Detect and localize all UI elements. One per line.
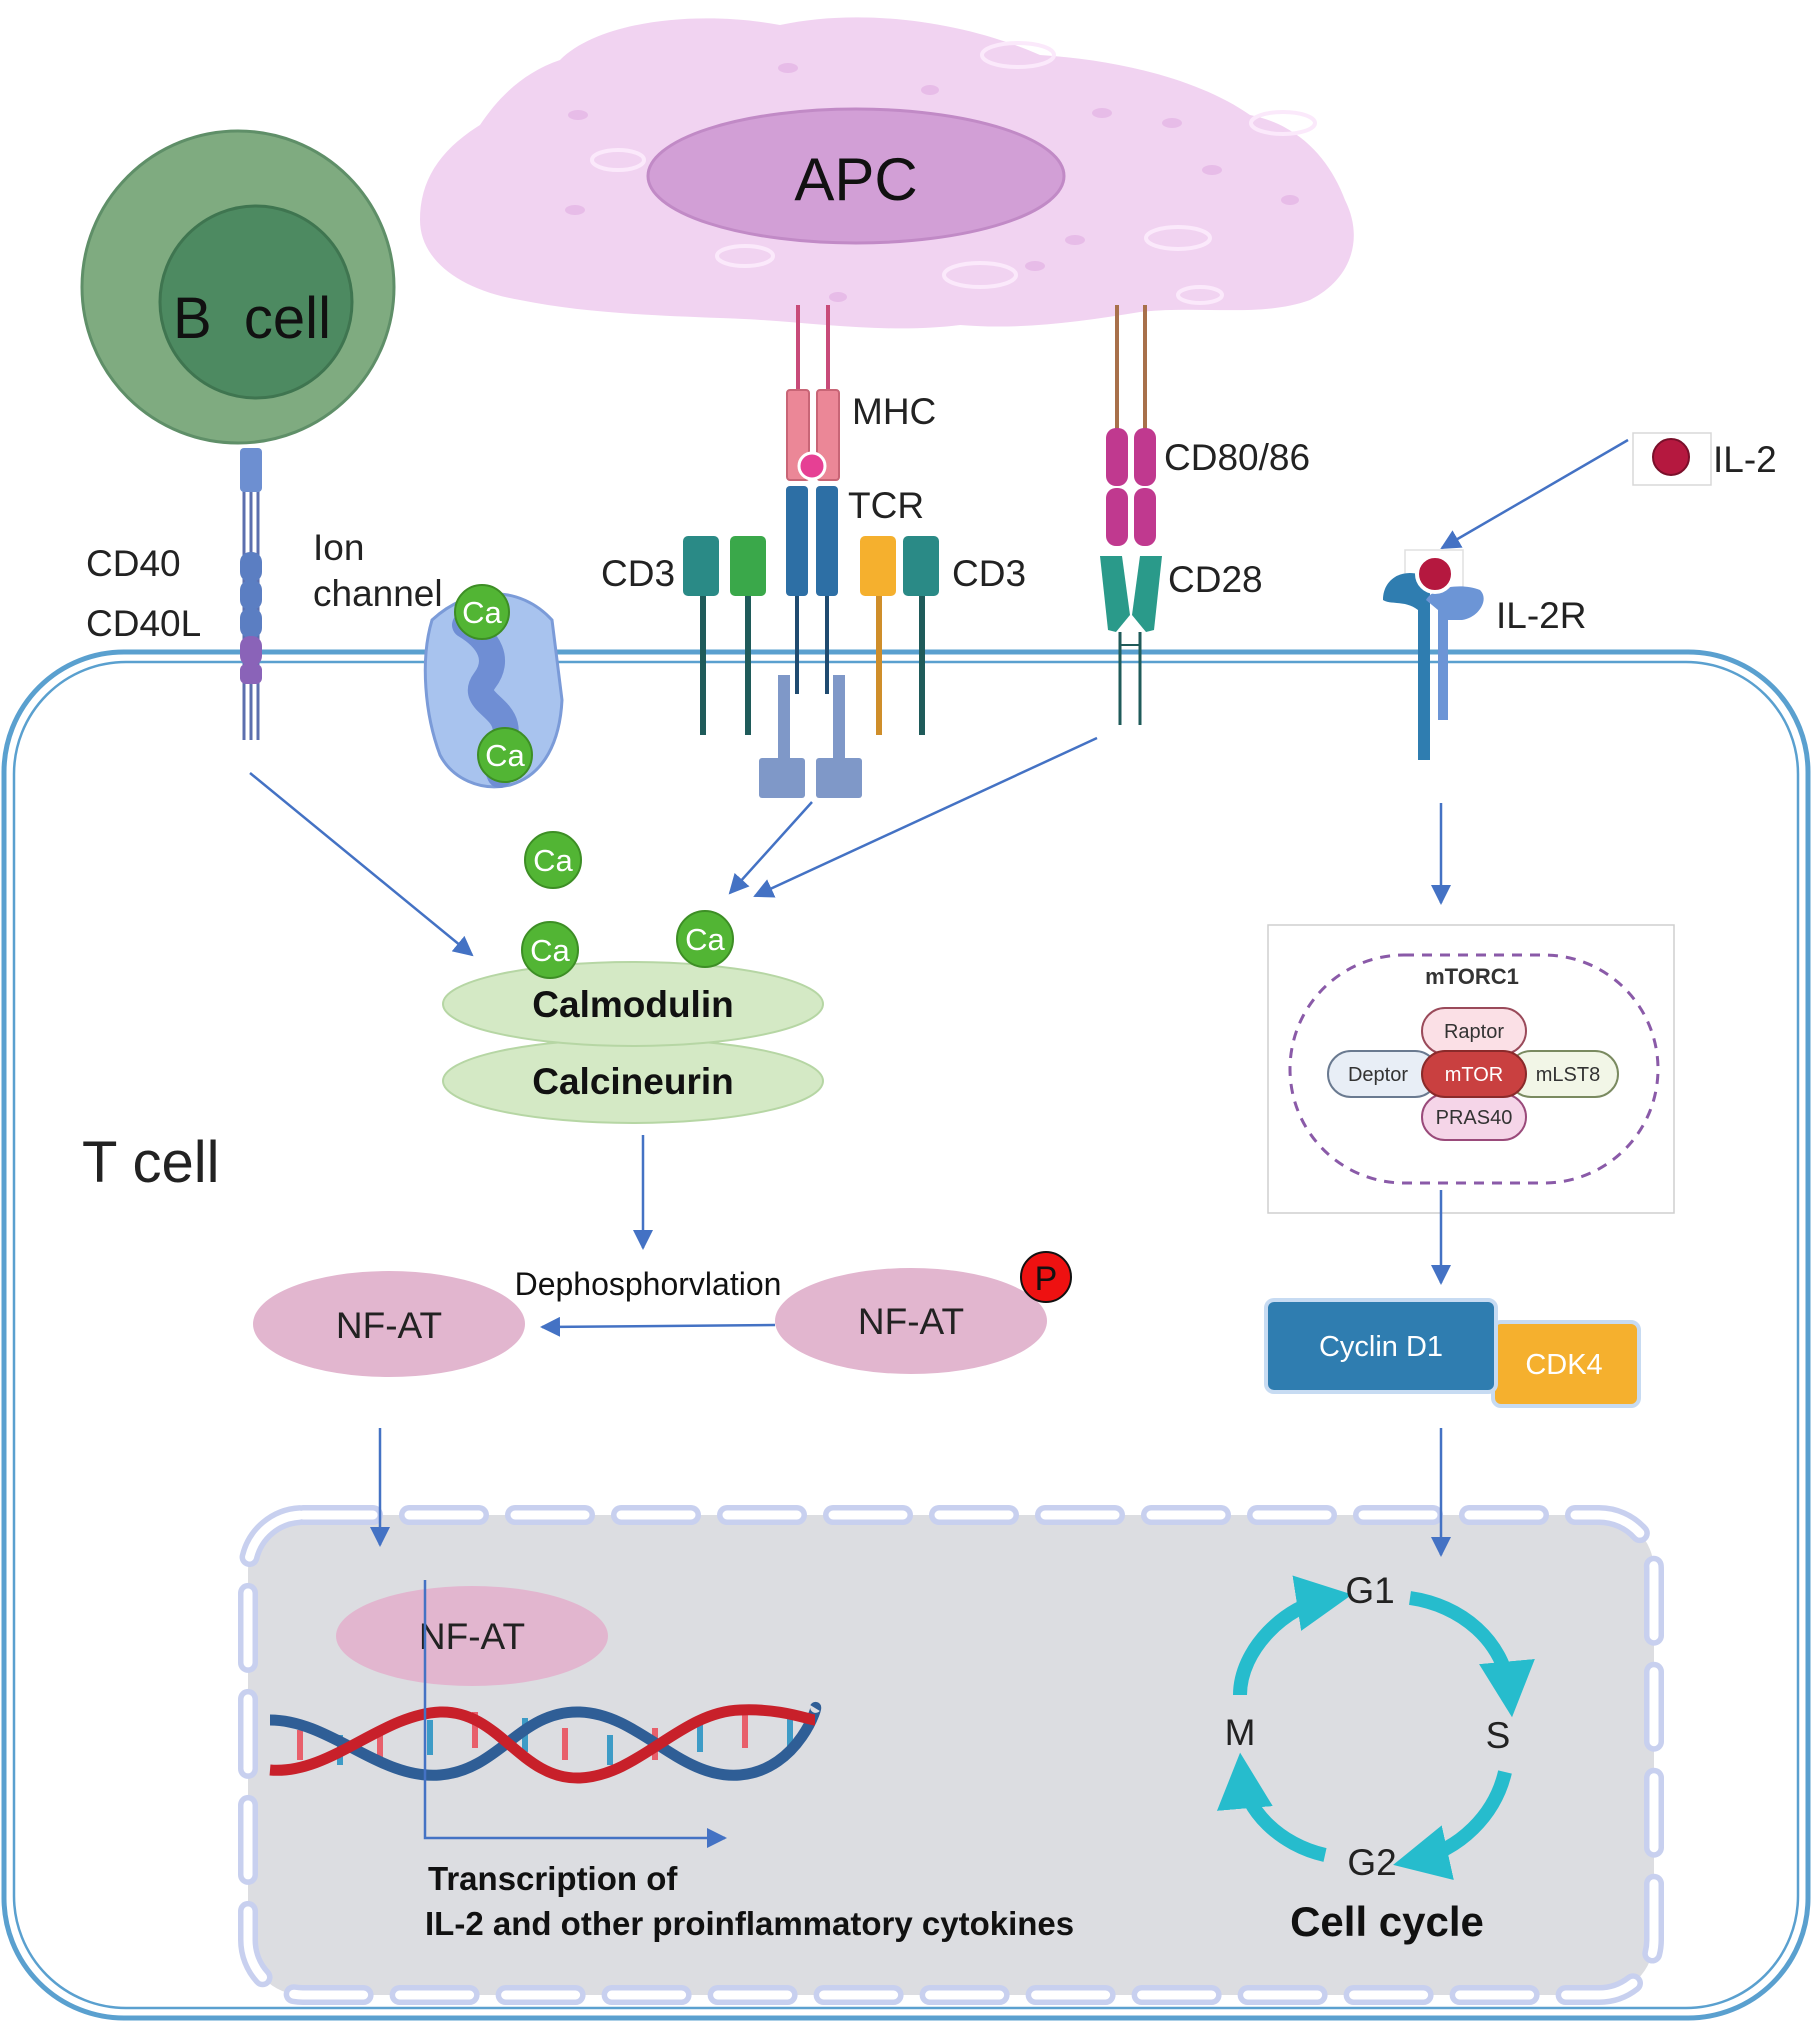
apc-cell: APC: [420, 17, 1354, 329]
arrow-cd28-to-calmodulin: [753, 736, 1098, 898]
cell-cycle-title: Cell cycle: [1290, 1898, 1484, 1945]
nfat-nuclear: NF-AT: [336, 1586, 608, 1686]
il2-receptor: IL-2 IL-2R: [1383, 432, 1777, 760]
calcium-label: Ca: [685, 922, 725, 957]
phase-m: M: [1225, 1712, 1256, 1753]
cd40-label: CD40: [86, 543, 181, 584]
transcription-label-line2: IL-2 and other proinflammatory cytokines: [425, 1905, 1074, 1942]
cd28-label: CD28: [1168, 559, 1263, 600]
phosphate-badge: [1020, 1251, 1072, 1303]
mtor-label: mTOR: [1445, 1064, 1504, 1086]
cd40-cd40l-receptor: CD40 CD40L: [86, 448, 262, 740]
mtorc1-title: mTORC1: [1425, 964, 1519, 989]
cdk4-label: CDK4: [1525, 1349, 1602, 1381]
calcium-label: Ca: [533, 843, 573, 878]
ion-channel-label-line2: channel: [313, 573, 443, 614]
nfat-label: NF-AT: [336, 1305, 442, 1346]
ion-channel-label-line1: Ion: [313, 527, 364, 568]
transcription-label-line1: Transcription of: [428, 1860, 678, 1897]
phase-s: S: [1486, 1715, 1511, 1756]
cyclin-d1-label: Cyclin D1: [1319, 1331, 1443, 1363]
signal-arrows: [249, 438, 1629, 1557]
b-cell-label: B cell: [173, 286, 331, 351]
cell-cycle: G1 S G2 M Cell cycle: [1217, 1570, 1535, 1945]
tcr-label: TCR: [848, 485, 924, 526]
arrow-il2-to-receptor: [1440, 438, 1629, 550]
phase-g1: G1: [1345, 1570, 1394, 1611]
ion-channel: Ion channel Ca Ca: [313, 527, 564, 789]
nfat-phosphorylated: NF-AT P: [775, 1251, 1072, 1374]
dna-helix: [269, 1580, 822, 1848]
phase-g2: G2: [1347, 1842, 1396, 1883]
nfat-label: NF-AT: [858, 1301, 964, 1342]
nfat-label: NF-AT: [419, 1616, 525, 1657]
calcium-label: Ca: [462, 595, 502, 630]
raptor-label: Raptor: [1444, 1021, 1504, 1043]
mlst8-label: mLST8: [1536, 1064, 1600, 1086]
cd40l-label: CD40L: [86, 603, 201, 644]
calcineurin-label: Calcineurin: [532, 1061, 734, 1102]
calcium-ion-calmodulin-right: Ca: [676, 910, 734, 968]
dephosphorylation-label: Dephosphorvlation: [515, 1266, 782, 1302]
calcium-ion-free: Ca: [524, 831, 582, 889]
cd28-costimulatory: CD80/86 CD28: [1100, 305, 1310, 725]
calcium-ion-calmodulin-left: Ca: [521, 921, 579, 979]
pras40-label: PRAS40: [1436, 1107, 1513, 1129]
mhc-label: MHC: [852, 391, 936, 432]
calcineurin-complex: Calmodulin Calcineurin Ca Ca: [442, 910, 824, 1124]
t-cell-label: T cell: [82, 1130, 220, 1195]
calcium-label: Ca: [530, 933, 570, 968]
calcium-label: Ca: [485, 738, 525, 773]
calmodulin-label: Calmodulin: [532, 984, 733, 1025]
il2r-label: IL-2R: [1496, 595, 1586, 636]
cd3-left-label: CD3: [601, 553, 675, 594]
tcr-complex: MHC TCR CD3 CD3: [601, 305, 1026, 798]
cd80-86-label: CD80/86: [1164, 437, 1310, 478]
arrow-cd40-to-calmodulin: [249, 772, 474, 957]
deptor-label: Deptor: [1348, 1064, 1408, 1086]
nfat-dephosphorylated: NF-AT: [253, 1271, 525, 1377]
arrow-dephosphorylation: [540, 1316, 776, 1337]
cd3-right-label: CD3: [952, 553, 1026, 594]
il2-label: IL-2: [1713, 439, 1777, 480]
b-cell: B cell: [80, 129, 396, 445]
mtorc1-complex: mTORC1 Deptor mLST8 Raptor PRAS40 mTOR: [1267, 924, 1675, 1214]
cyclin-cdk-complex: CDK4 Cyclin D1: [1264, 1298, 1641, 1408]
phosphate-label: P: [1035, 1260, 1058, 1298]
calcium-ion-channel-top: Ca: [454, 584, 510, 640]
arrow-tcr-to-calmodulin: [728, 801, 813, 895]
apc-label: APC: [794, 146, 917, 213]
calcium-ion-channel-bottom: Ca: [477, 727, 533, 783]
il2-ligand: [1652, 438, 1690, 476]
